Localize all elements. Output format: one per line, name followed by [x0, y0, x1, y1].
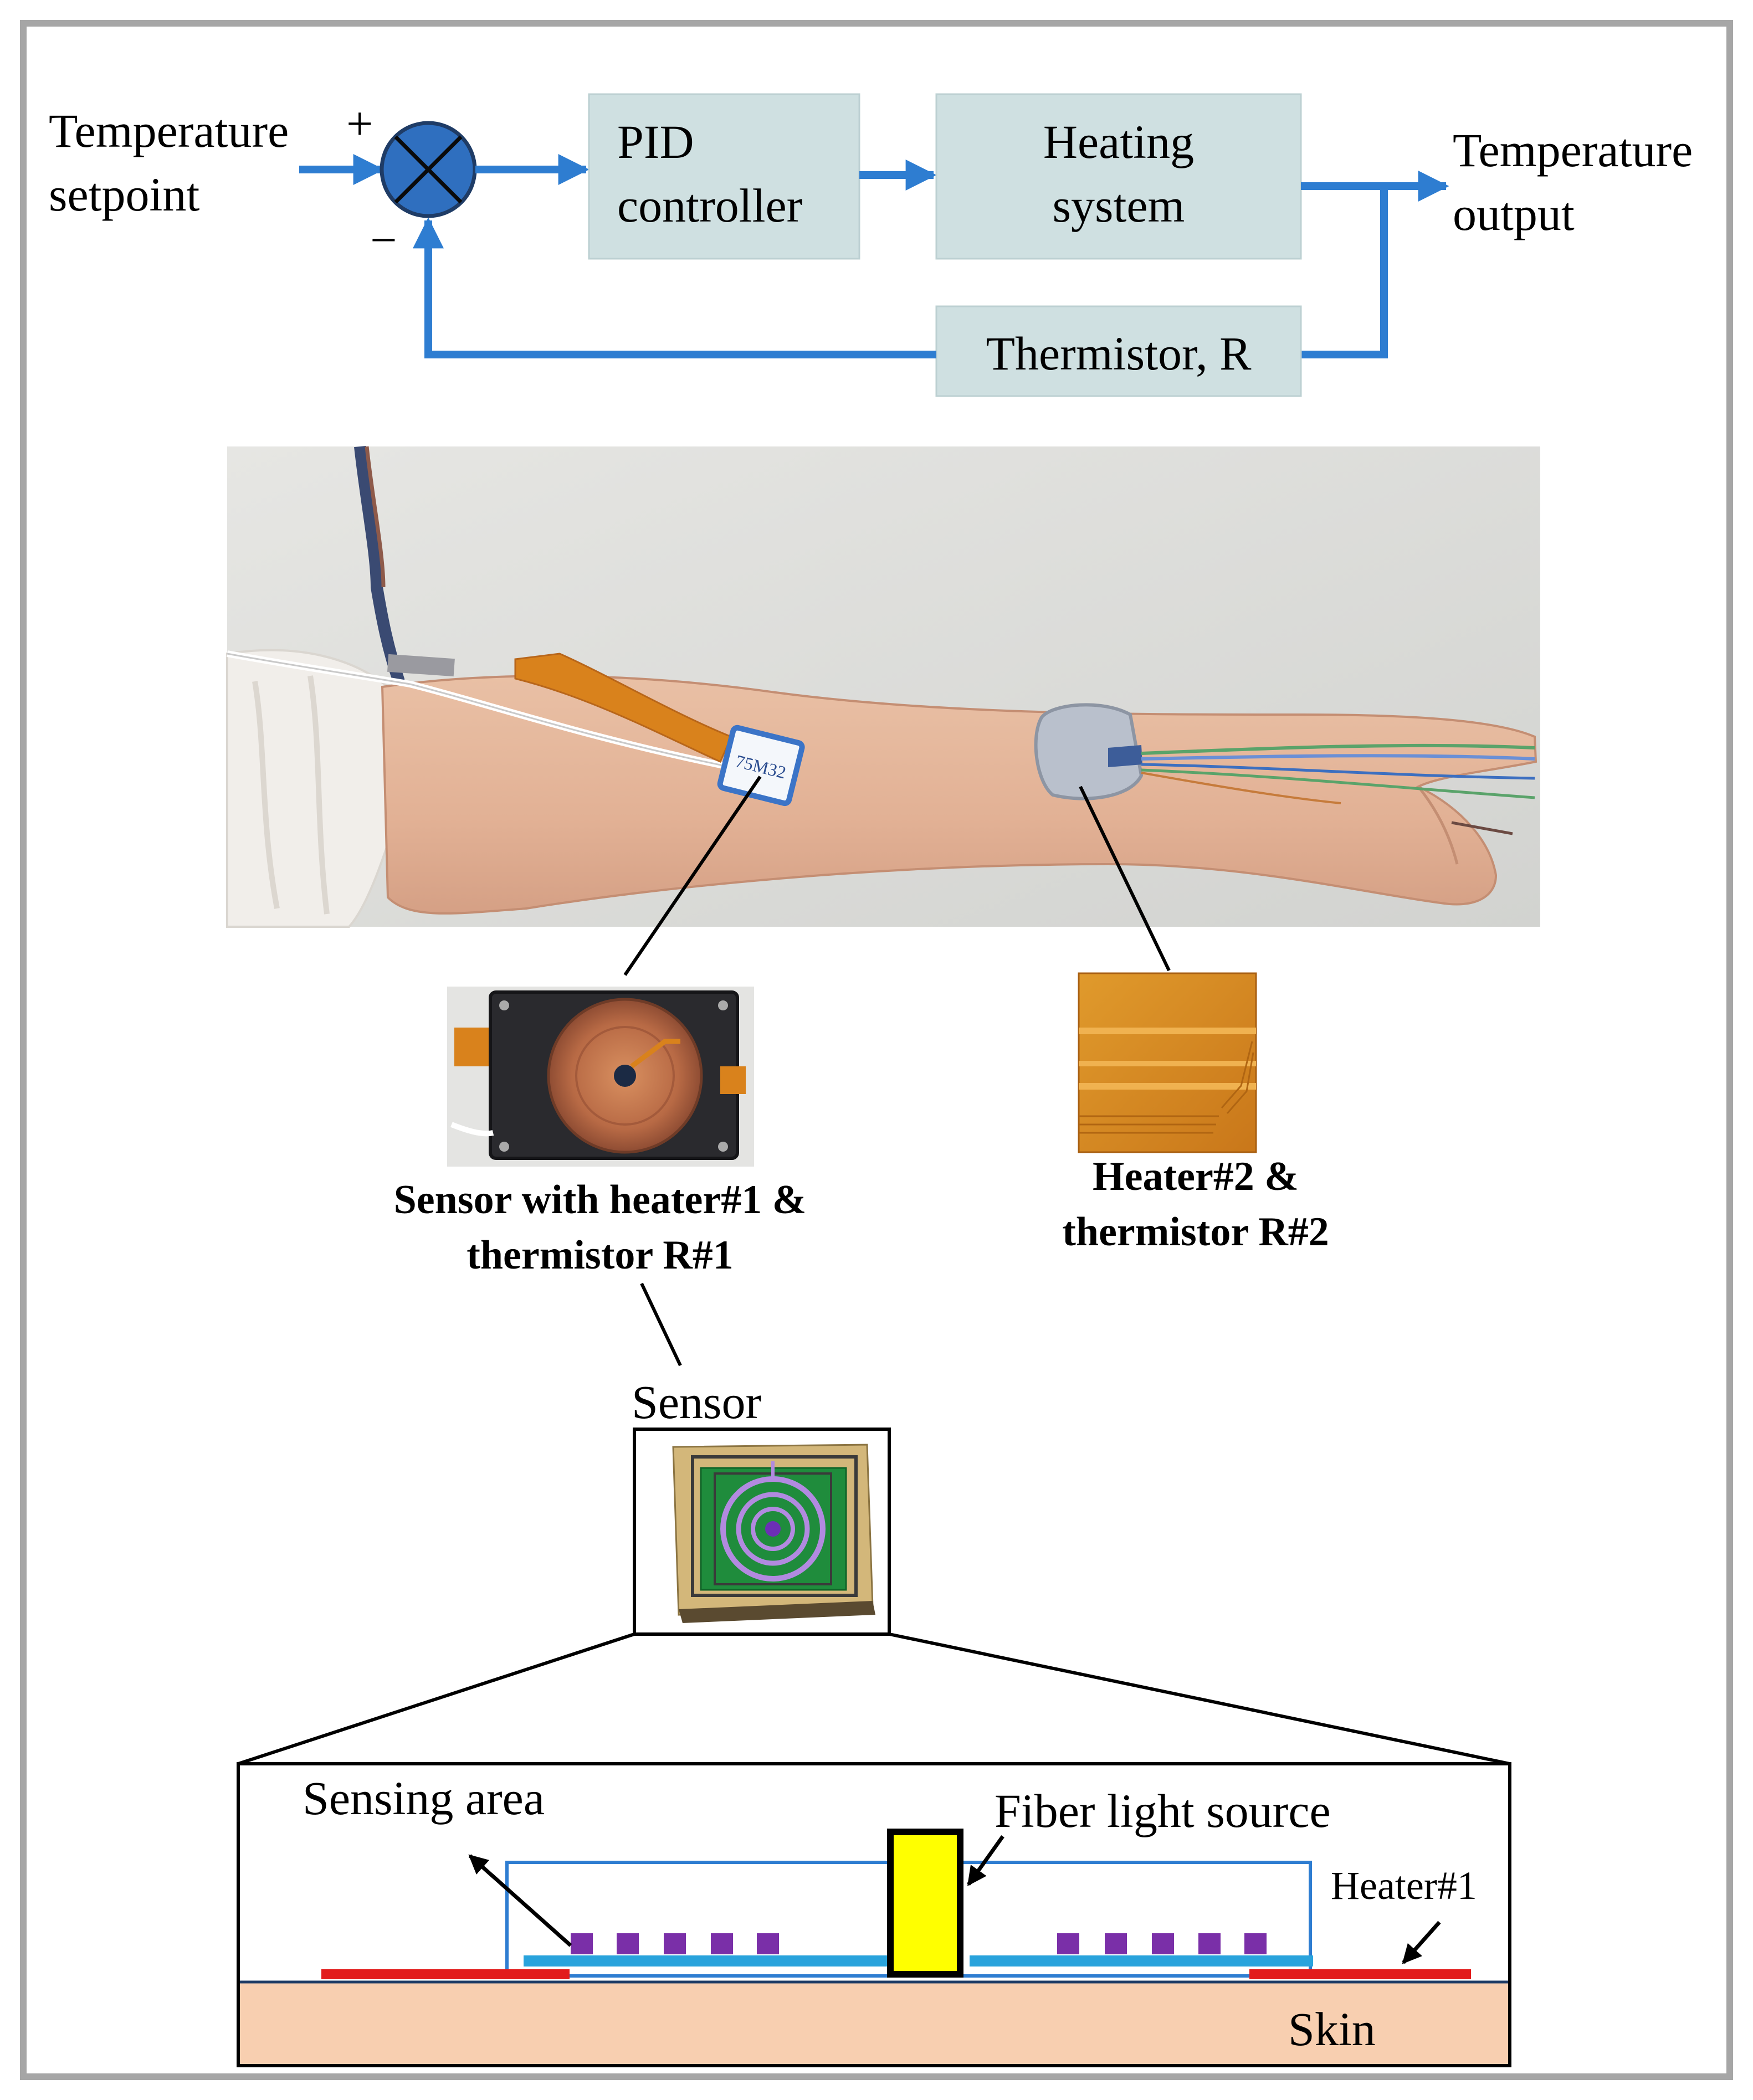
figure-frame — [20, 20, 1733, 2080]
pointer-line-sensor — [623, 776, 762, 976]
electrode — [1105, 1933, 1127, 1954]
heater2-caption-line1: Heater#2 & — [1093, 1154, 1299, 1199]
electrode — [571, 1933, 593, 1954]
input-label-line1: Temperature — [49, 104, 289, 157]
heater1-arrow — [1402, 1921, 1441, 1964]
input-label-line2: setpoint — [49, 168, 199, 221]
zoom-line-left — [238, 1632, 635, 1765]
output-label-line2: output — [1453, 187, 1575, 240]
electrode — [711, 1933, 733, 1954]
feedback-path-right — [1301, 186, 1388, 358]
output-label-line1: Temperature — [1453, 124, 1693, 177]
pointer-line-heater2 — [1079, 785, 1171, 972]
heater2-photo — [1078, 972, 1257, 1153]
fiber-light-source — [887, 1829, 963, 1978]
electrode — [617, 1933, 639, 1954]
pointer-line-caption-to-sensor — [640, 1282, 682, 1367]
heating-label-line1: Heating — [1043, 115, 1194, 168]
sensor-caption-line2: thermistor R#1 — [467, 1233, 734, 1278]
sensor-label: Sensor — [632, 1375, 761, 1429]
pid-label-line2: controller — [617, 179, 802, 232]
sensor-chip-image — [633, 1428, 891, 1636]
pid-label-line1: PID — [617, 115, 694, 168]
fiber-light-source-label: Fiber light source — [995, 1784, 1331, 1837]
skin-label: Skin — [1288, 2003, 1376, 2056]
arm-photo: 75M32 — [226, 445, 1540, 928]
zoom-line-right — [889, 1632, 1510, 1765]
electrode — [1244, 1933, 1267, 1954]
electrode — [1198, 1933, 1221, 1954]
sensing-area-label: Sensing area — [303, 1772, 545, 1825]
fiber-light-source-arrow — [967, 1835, 1004, 1886]
sensor-module-photo — [447, 987, 754, 1167]
heating-label-line2: system — [1053, 179, 1185, 232]
thermistor-label: Thermistor, R — [986, 327, 1252, 380]
plus-sign: + — [346, 97, 373, 150]
electrode — [664, 1933, 686, 1954]
electrode — [1152, 1933, 1174, 1954]
cross-section-diagram: Skin Sensing area Fiber light source Hea… — [237, 1762, 1511, 2067]
summing-junction — [380, 121, 477, 218]
sensor-caption-line1: Sensor with heater#1 & — [394, 1177, 807, 1223]
electrode — [757, 1933, 779, 1954]
heater1-right — [1249, 1969, 1471, 1979]
skin-layer — [240, 1982, 1508, 2064]
heater1-label: Heater#1 — [1331, 1863, 1477, 1908]
substrate-left — [524, 1955, 889, 1966]
heating-system-block — [935, 93, 1302, 260]
pid-controller-block — [588, 93, 860, 260]
heater2-caption-line2: thermistor R#2 — [1062, 1209, 1329, 1255]
sensing-area-arrow — [468, 1854, 572, 1947]
control-loop-diagram: Temperature setpoint + − PID controller … — [49, 93, 1693, 397]
minus-sign: − — [370, 213, 397, 266]
heater1-left — [321, 1969, 570, 1979]
electrode — [1057, 1933, 1079, 1954]
feedback-path-left — [413, 217, 936, 358]
substrate-right — [970, 1955, 1313, 1966]
